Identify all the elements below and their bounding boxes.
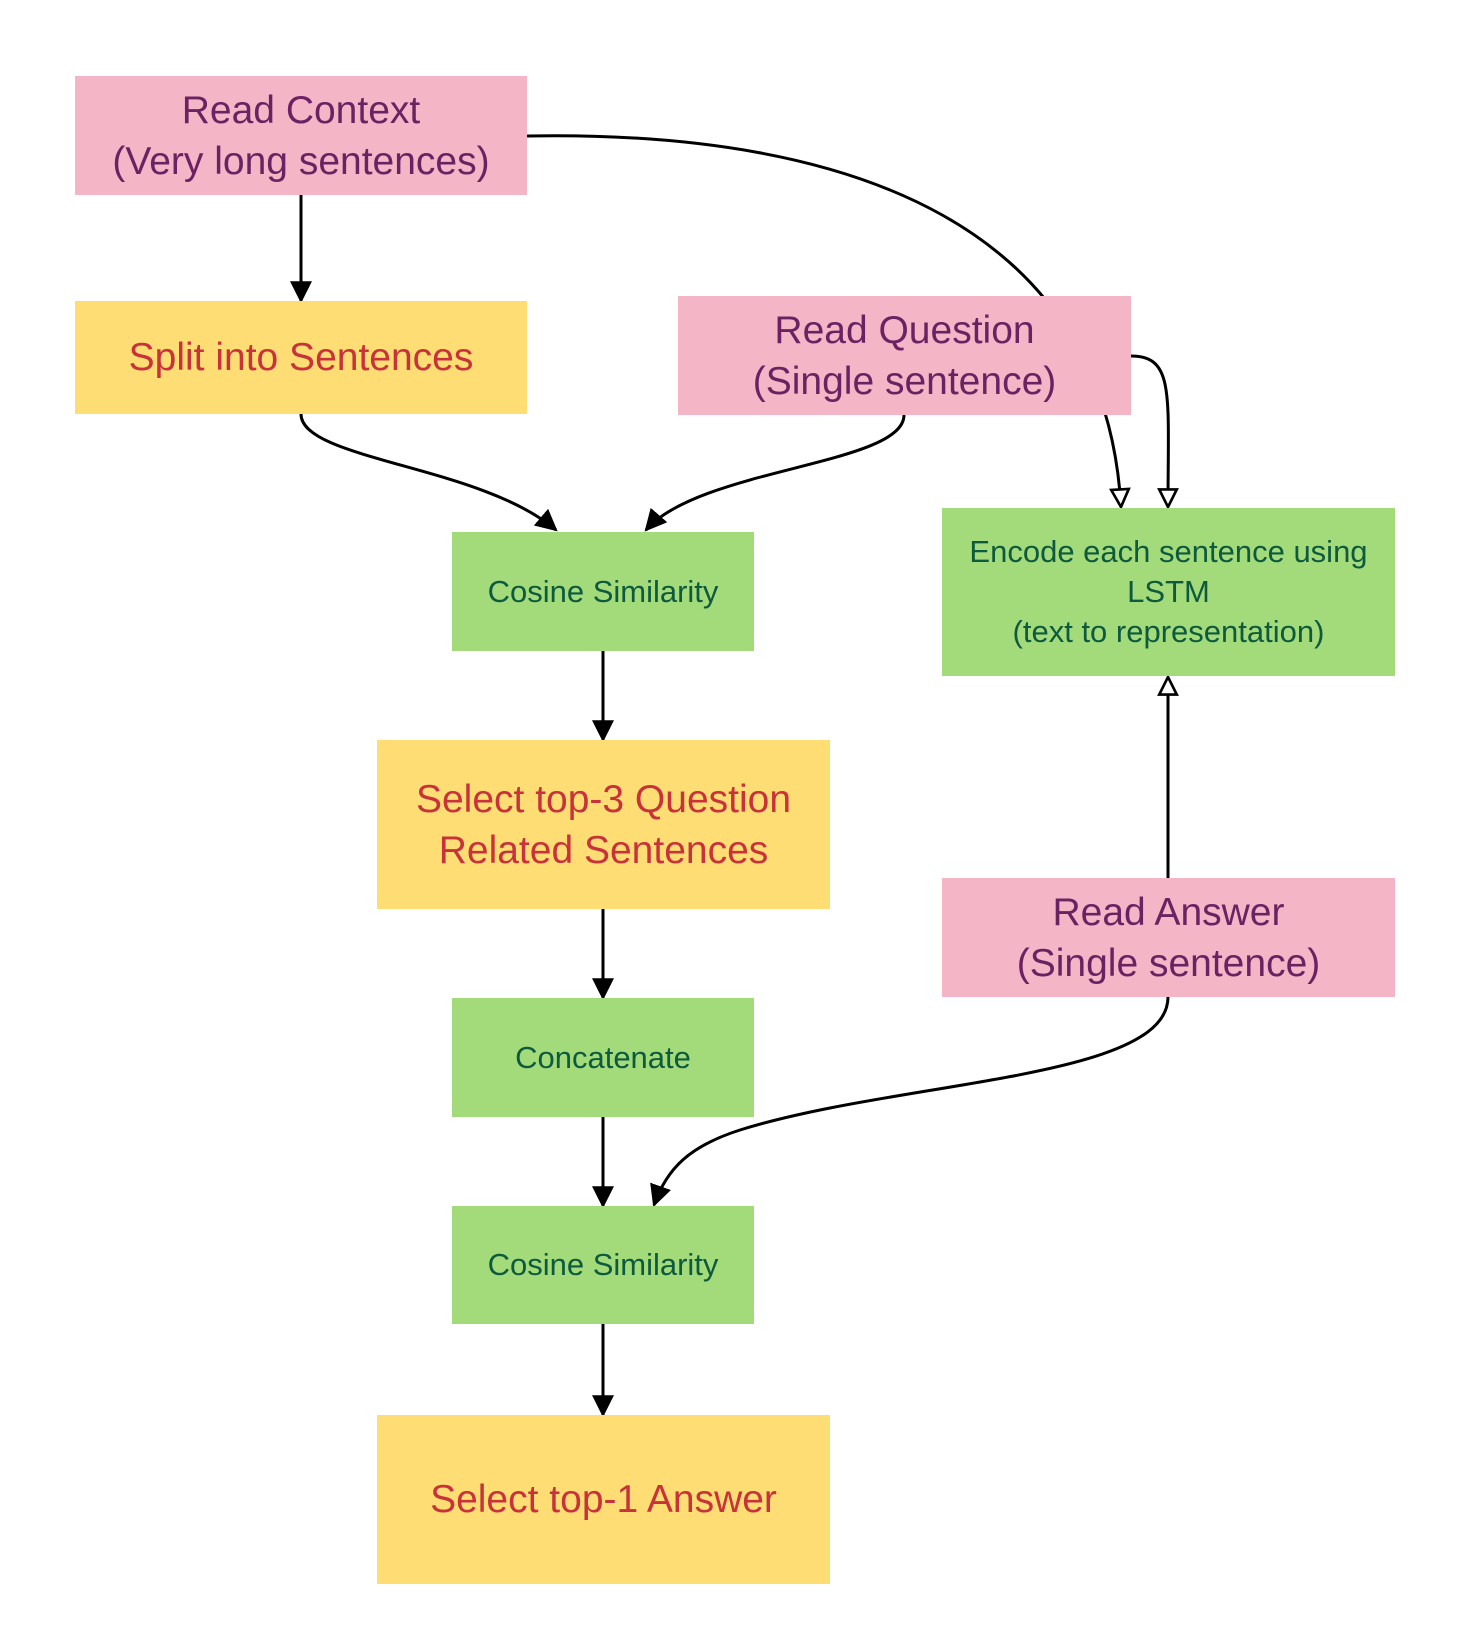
edge-question-to-cosine1 (644, 414, 906, 532)
node-select-top1-line1: Select top-1 Answer (430, 1478, 777, 1521)
node-read-question: Read Question (Single sentence) (678, 296, 1131, 415)
node-encode-lstm: Encode each sentence using LSTM (text to… (942, 508, 1395, 676)
node-select-top3-line2: Related Sentences (438, 828, 769, 872)
node-split-sentences: Split into Sentences (75, 301, 527, 414)
node-read-answer: Read Answer (Single sentence) (942, 878, 1395, 997)
node-split-sentences-line1: Split into Sentences (128, 336, 474, 379)
node-read-context-line1: Read Context (181, 88, 421, 132)
node-cosine-similarity-2: Cosine Similarity (452, 1206, 754, 1324)
node-read-context-line2: (Very long sentences) (112, 139, 490, 183)
edge-split-to-cosine1 (299, 413, 558, 532)
node-cosine-similarity-1-line1: Cosine Similarity (487, 573, 719, 609)
node-concatenate: Concatenate (452, 998, 754, 1117)
node-concatenate-line1: Concatenate (515, 1039, 691, 1075)
node-select-top3: Select top-3 Question Related Sentences (377, 740, 830, 909)
node-encode-lstm-line2: LSTM (1127, 574, 1210, 609)
node-read-answer-line1: Read Answer (1052, 890, 1285, 934)
node-cosine-similarity-1: Cosine Similarity (452, 532, 754, 651)
node-encode-lstm-line1: Encode each sentence using (969, 534, 1368, 569)
node-read-answer-line2: (Single sentence) (1016, 941, 1321, 985)
node-cosine-similarity-2-line1: Cosine Similarity (487, 1247, 719, 1282)
edge-answer-to-cosine2 (650, 996, 1170, 1208)
node-read-context: Read Context (Very long sentences) (75, 76, 527, 195)
node-read-question-line2: (Single sentence) (752, 359, 1057, 403)
edge-question-to-encode (1130, 354, 1168, 507)
node-read-question-line1: Read Question (774, 308, 1035, 352)
node-select-top1: Select top-1 Answer (377, 1415, 830, 1584)
node-encode-lstm-line3: (text to representation) (1012, 614, 1325, 649)
node-select-top3-line1: Select top-3 Question (415, 777, 792, 821)
